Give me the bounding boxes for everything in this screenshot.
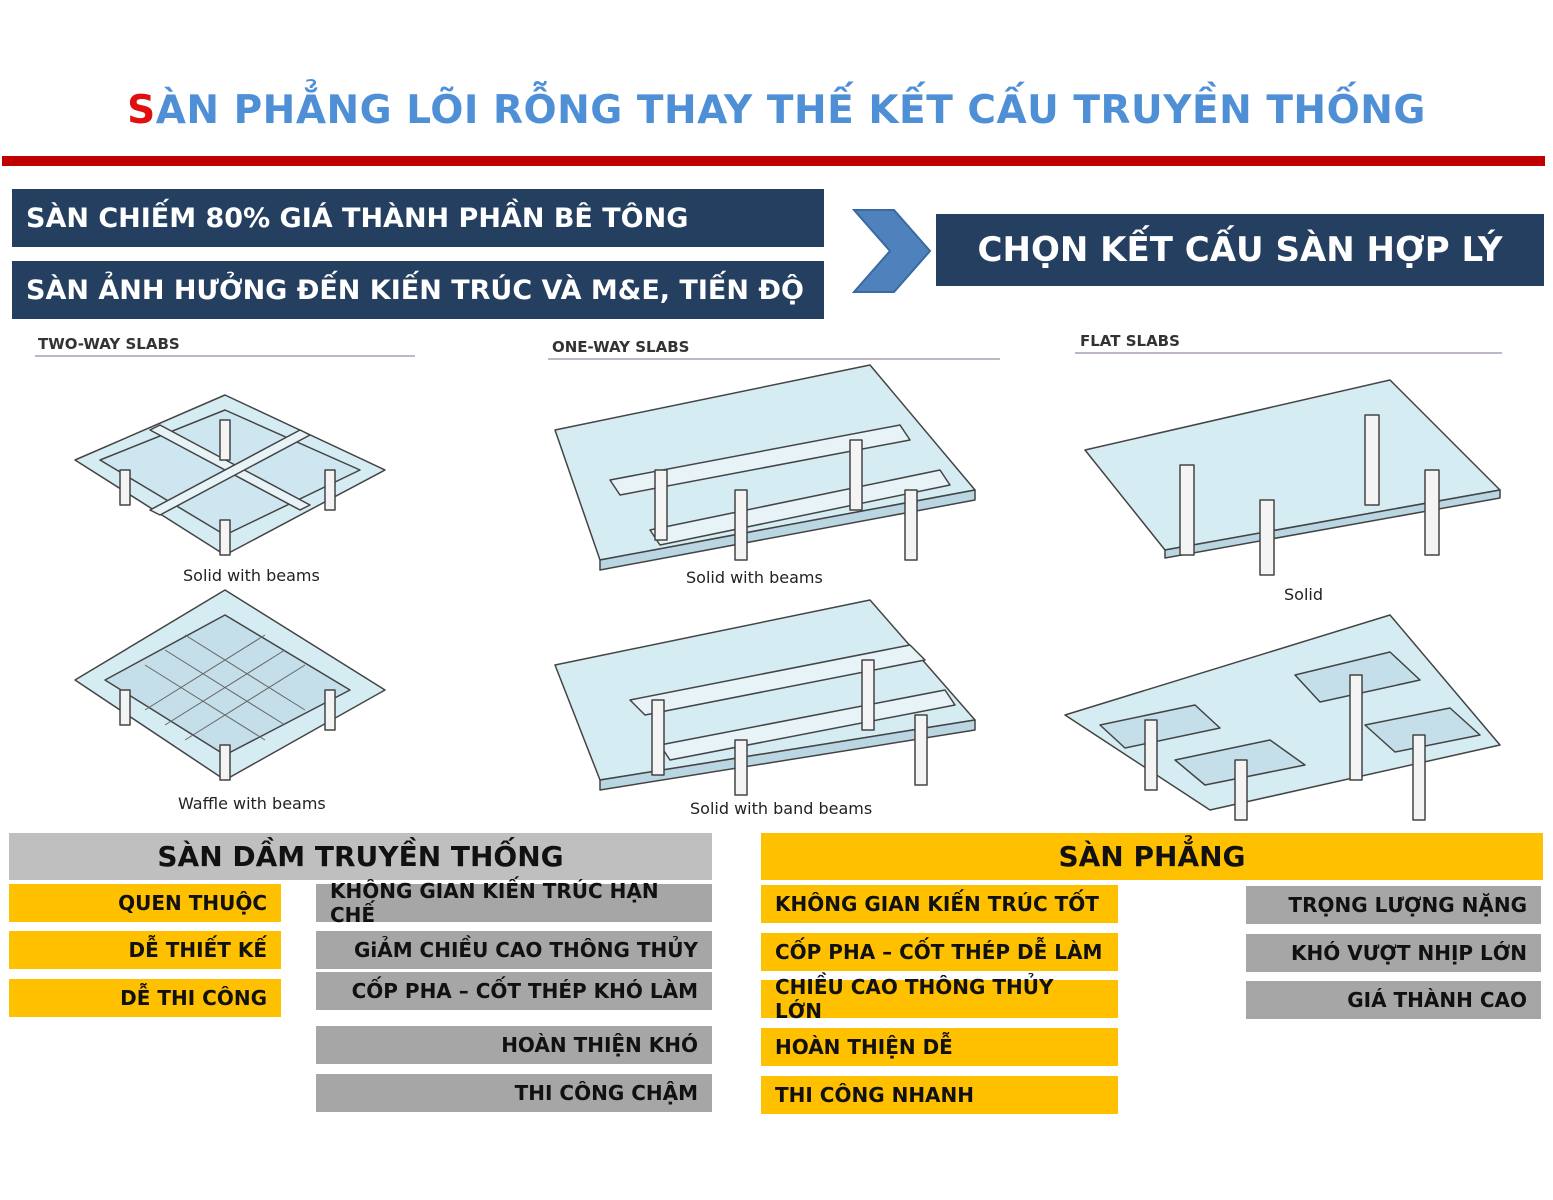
title-rest: ÀN PHẲNG LÕI RỖNG THAY THẾ KẾT CẤU TRUYỀ… — [155, 88, 1426, 133]
caption-one-way-band: Solid with band beams — [690, 799, 873, 818]
flat-slab-pro-item: HOÀN THIỆN DỄ — [761, 1028, 1118, 1066]
caption-two-way-solid: Solid with beams — [183, 566, 320, 585]
banner-cost: SÀN CHIẾM 80% GIÁ THÀNH PHẦN BÊ TÔNG — [12, 189, 824, 247]
flat-slab-con-item: KHÓ VƯỢT NHỊP LỚN — [1246, 934, 1541, 972]
traditional-pro-item: DỄ THI CÔNG — [9, 979, 281, 1017]
traditional-header: SÀN DẦM TRUYỀN THỐNG — [9, 833, 712, 880]
traditional-con-item: CỐP PHA – CỐT THÉP KHÓ LÀM — [316, 972, 712, 1010]
caption-two-way-waffle: Waffle with beams — [178, 794, 326, 813]
title-divider — [2, 156, 1545, 166]
flat-slab-con-item: GIÁ THÀNH CAO — [1246, 981, 1541, 1019]
label-one-way-slabs: ONE-WAY SLABS — [552, 338, 690, 356]
traditional-con-item: KHÔNG GIAN KIẾN TRÚC HẠN CHẾ — [316, 879, 712, 927]
traditional-con-item: HOÀN THIỆN KHÓ — [316, 1026, 712, 1064]
label-flat-slabs: FLAT SLABS — [1080, 332, 1180, 350]
caption-one-way-solid: Solid with beams — [686, 568, 823, 587]
slab-illustrations — [35, 352, 1502, 821]
flat-solid-slab-drawing — [1084, 379, 1501, 576]
flat-slab-pro-item: CỐP PHA – CỐT THÉP DỄ LÀM — [761, 933, 1118, 971]
flat-slab-pro-item: KHÔNG GIAN KIẾN TRÚC TỐT — [761, 885, 1118, 923]
label-two-way-slabs: TWO-WAY SLABS — [38, 335, 180, 353]
two-way-waffle-slab-drawing — [74, 589, 386, 781]
chevron-right-icon — [852, 209, 932, 293]
banner-choose-structure: CHỌN KẾT CẤU SÀN HỢP LÝ — [936, 214, 1544, 286]
traditional-con-item: GiẢM CHIỀU CAO THÔNG THỦY — [316, 931, 712, 969]
caption-flat-solid: Solid — [1284, 585, 1323, 604]
flat-drop-panel-slab-drawing — [1064, 614, 1501, 821]
flat-slab-pro-item: CHIỀU CAO THÔNG THỦY LỚN — [761, 975, 1118, 1023]
flat-slab-header: SÀN PHẲNG — [761, 833, 1543, 880]
one-way-band-beam-slab-drawing — [554, 599, 976, 796]
flat-slab-con-item: TRỌNG LƯỢNG NẶNG — [1246, 886, 1541, 924]
title-first-letter: S — [127, 88, 156, 133]
two-way-solid-slab-drawing — [74, 394, 386, 556]
flat-slab-pro-item: THI CÔNG NHANH — [761, 1076, 1118, 1114]
traditional-pro-item: QUEN THUỘC — [9, 884, 281, 922]
traditional-con-item: THI CÔNG CHẬM — [316, 1074, 712, 1112]
traditional-pro-item: DỄ THIẾT KẾ — [9, 931, 281, 969]
banner-impact: SÀN ẢNH HƯỞNG ĐẾN KIẾN TRÚC VÀ M&E, TIẾN… — [12, 261, 824, 319]
page-title: SÀN PHẲNG LÕI RỖNG THAY THẾ KẾT CẤU TRUY… — [0, 88, 1553, 133]
one-way-solid-slab-drawing — [554, 364, 976, 571]
